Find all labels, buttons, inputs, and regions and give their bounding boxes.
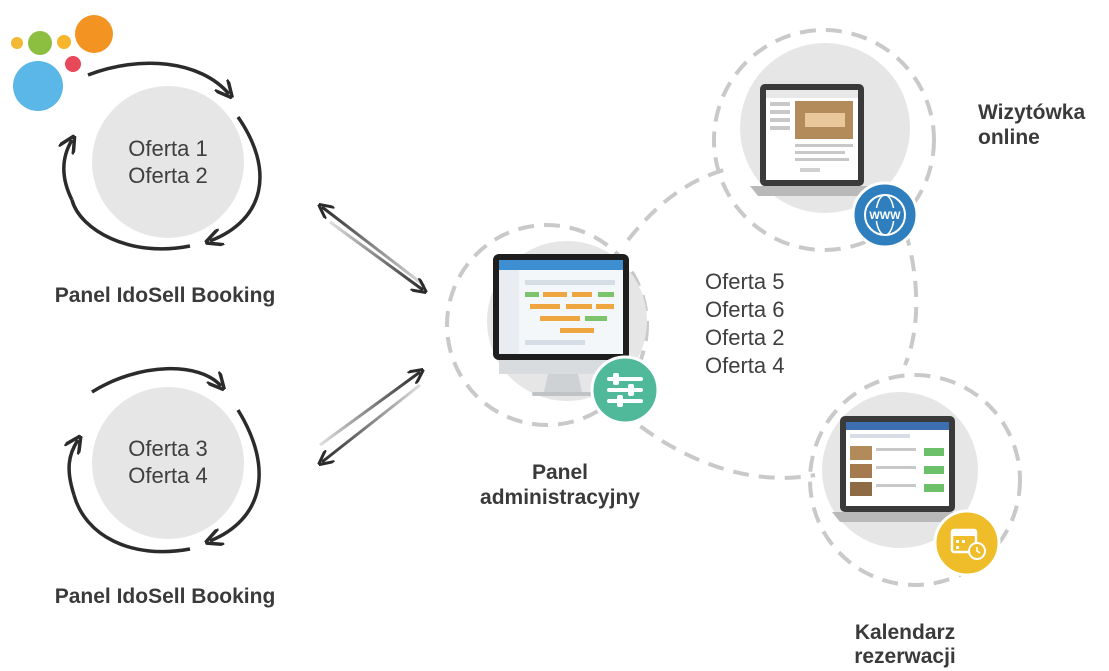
- cycle-arrow: [72, 494, 191, 554]
- cycle-arrow: [69, 440, 78, 496]
- website-dashed-ring: [712, 28, 936, 252]
- calendar-dashed-ring: [808, 373, 1022, 587]
- offer-text: Oferta 1: [128, 136, 208, 161]
- dashed-link: [626, 168, 725, 242]
- offer-text: Oferta 6: [705, 297, 785, 323]
- offer-text: Oferta 4: [128, 462, 208, 488]
- website-laptop: [750, 84, 874, 196]
- logo-dot: [65, 56, 81, 72]
- logo: [11, 15, 113, 111]
- website-label: Wizytówka online: [978, 101, 1086, 150]
- logo-dot: [57, 35, 71, 49]
- panel-1-offers: Oferta 1 Oferta 2: [108, 136, 228, 190]
- offer-text: Oferta 2: [705, 325, 785, 351]
- cycle-panel-1: [64, 61, 262, 251]
- logo-dot: [28, 31, 52, 55]
- cycle-panel-2: [69, 366, 261, 554]
- sync-arrows-bottom: [320, 372, 420, 462]
- calendar-laptop: [832, 416, 963, 522]
- cycle-arrow: [91, 366, 221, 394]
- sliders-icon: [590, 355, 660, 425]
- sync-arrows-top: [322, 207, 425, 290]
- panel-2-offers: Oferta 3 Oferta 4: [108, 436, 228, 490]
- dashed-link: [903, 229, 919, 366]
- cycle-arrow: [210, 409, 261, 541]
- dashed-link: [618, 408, 816, 480]
- cycle-arrow: [210, 115, 262, 241]
- cycle-arrow: [70, 199, 191, 251]
- panel-1-label: Panel IdoSell Booking: [54, 284, 276, 307]
- cycle-arrow: [87, 61, 229, 94]
- logo-dot: [75, 15, 113, 53]
- offer-text: Oferta 2: [128, 162, 208, 188]
- offer-text: Oferta 3: [128, 436, 208, 461]
- admin-node: [487, 241, 660, 425]
- offer-text: Oferta 4: [705, 353, 785, 379]
- admin-label: Panel administracyjny: [480, 461, 640, 510]
- cycle-arrow: [64, 140, 72, 201]
- calendar-label: Kalendarz rezerwacji: [854, 621, 956, 668]
- offer-text: Oferta 5: [705, 269, 785, 294]
- www-label: WWW: [869, 210, 901, 222]
- combined-offers: Oferta 5 Oferta 6 Oferta 2 Oferta 4: [705, 268, 815, 381]
- calendar-node: [822, 392, 1001, 577]
- logo-dot: [13, 61, 63, 111]
- www-globe-icon: WWW: [851, 181, 919, 249]
- offer-circle: [92, 387, 244, 539]
- offer-circle: [92, 86, 244, 238]
- admin-dashed-ring: [445, 223, 649, 427]
- website-node: WWW: [740, 43, 919, 249]
- logo-dot: [11, 37, 23, 49]
- dashed-network: [445, 28, 1022, 587]
- panel-2-label: Panel IdoSell Booking: [54, 585, 276, 608]
- admin-monitor: [493, 254, 629, 396]
- calendar-clock-icon: [933, 509, 1001, 577]
